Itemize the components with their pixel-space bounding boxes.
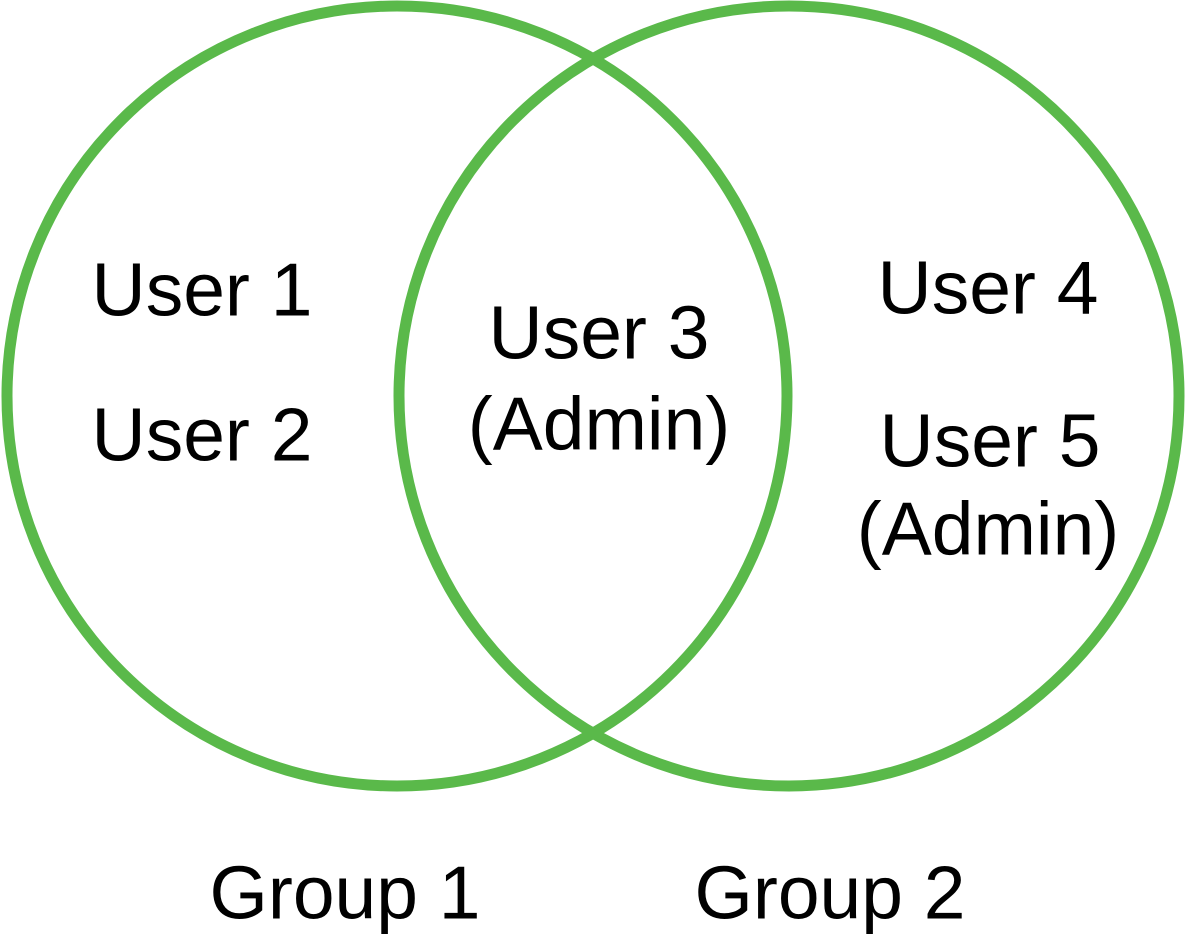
group1-caption: Group 1 xyxy=(209,850,481,935)
user3-label: User 3 xyxy=(488,290,710,375)
user2-label: User 2 xyxy=(91,392,313,477)
user5-label: User 5 xyxy=(879,398,1101,483)
user5-admin-label: (Admin) xyxy=(856,486,1120,571)
group2-caption: Group 2 xyxy=(694,850,966,935)
user4-label: User 4 xyxy=(877,245,1099,330)
group2-circle xyxy=(393,0,1185,792)
user3-admin-label: (Admin) xyxy=(467,381,731,466)
group1-circle xyxy=(1,0,793,792)
user1-label: User 1 xyxy=(91,247,313,332)
